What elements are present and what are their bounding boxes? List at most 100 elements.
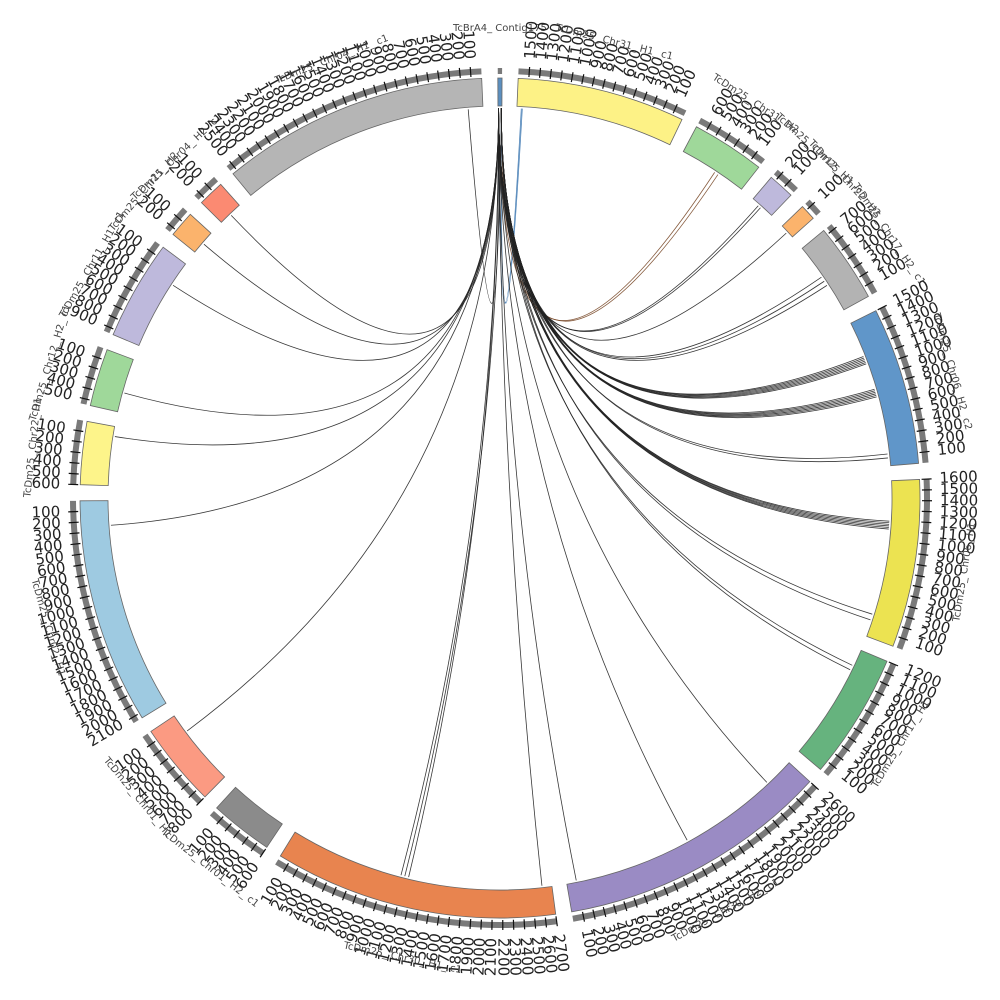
tick-label: 300 (933, 415, 964, 437)
tick-mark (118, 695, 128, 701)
tick-mark (85, 616, 96, 621)
tick-mark (273, 129, 280, 139)
tick-label: 2000 (469, 937, 489, 976)
tick-mark (322, 103, 328, 114)
tick-label: 1100 (938, 525, 978, 546)
segment-band (279, 831, 557, 919)
tick-mark (886, 324, 897, 330)
tick-mark (841, 745, 851, 752)
tick-mark (292, 118, 299, 128)
tick-mark (910, 595, 921, 599)
tick-mark (912, 407, 923, 411)
tick-mark (834, 235, 844, 243)
tick-mark (70, 451, 81, 454)
tick-mark (898, 355, 909, 360)
tick-label: 1400 (940, 491, 978, 509)
segment-tcdm25-chr31-h1-c1: 1002003004005006007008009001000110012001… (516, 20, 700, 146)
tick-mark (108, 314, 119, 320)
tick-mark (196, 189, 205, 198)
segment-tcdm25-chr06-h2-c2: 1002003004005006007008009001000110012001… (850, 276, 974, 467)
tick-mark (352, 894, 357, 905)
segment-band (497, 77, 503, 107)
tick-mark (847, 736, 857, 743)
link-tcdm25-chr17-h1 (498, 108, 853, 666)
tick-label: 200 (935, 426, 966, 448)
tick-mark (85, 375, 96, 380)
tick-label: 2500 (528, 936, 549, 976)
tick-mark (404, 76, 409, 87)
segment-band (232, 77, 484, 196)
tick-mark (82, 386, 93, 391)
tick-mark (780, 812, 788, 821)
link-tcdm25-chr22-h2 (498, 108, 787, 341)
tick-mark (602, 907, 607, 917)
tick-label: 400 (931, 403, 962, 426)
segment-scale-strip (194, 176, 219, 200)
segment-scale-strip (826, 224, 878, 295)
tick-label: 300 (32, 525, 62, 545)
tick-mark (910, 397, 921, 401)
tick-label: 1600 (421, 932, 444, 972)
tick-mark (874, 690, 885, 697)
tick-mark (113, 304, 123, 311)
link-tcdm25-chr11-h2 (203, 108, 499, 345)
tick-label: 2600 (539, 934, 561, 974)
segment-band (79, 420, 116, 487)
segment-tcdm25-chr06-h1: 1002003004005006007008009001000110012001… (866, 467, 978, 660)
tick-label: 1400 (532, 21, 554, 61)
tick-label: 1200 (939, 514, 978, 534)
tick-mark (166, 766, 176, 774)
tick-mark (652, 95, 658, 106)
tick-mark (538, 67, 542, 78)
tick-label: 300 (33, 438, 63, 459)
tick-label: 1000 (937, 536, 977, 558)
tick-label: 1200 (554, 23, 577, 63)
tick-mark (729, 851, 736, 861)
tick-mark (653, 890, 659, 901)
tick-label: 100 (31, 503, 60, 522)
tick-mark (673, 882, 679, 892)
tick-mark (920, 532, 931, 535)
link-tcdm25-chr17-h1 (500, 108, 851, 671)
tick-mark (88, 365, 99, 370)
tick-mark (331, 886, 337, 897)
tick-label: 1300 (543, 22, 565, 62)
segment-band (781, 205, 814, 238)
tick-mark (426, 913, 429, 924)
tick-label: 600 (31, 474, 60, 493)
tick-mark (914, 574, 925, 578)
tick-mark (643, 894, 649, 905)
tick-mark (458, 67, 461, 78)
segment-scale-strip (773, 169, 798, 193)
tick-label: 700 (389, 39, 413, 71)
link-tcdm25-chr12-h1 (500, 108, 761, 332)
link-tcdm25-chr30-h1-c1 (404, 108, 502, 877)
tick-mark (128, 713, 138, 720)
tick-mark (332, 99, 338, 110)
tick-mark (901, 626, 912, 631)
tick-mark (394, 78, 398, 89)
tick-mark (894, 344, 905, 350)
tick-label: 2200 (494, 938, 512, 976)
tick-mark (447, 916, 451, 927)
tick-mark (103, 666, 114, 672)
tick-mark (751, 150, 758, 160)
tick-label: 2700 (550, 933, 573, 973)
tick-mark (715, 126, 722, 136)
tick-mark (68, 521, 79, 524)
tick-mark (123, 285, 133, 292)
segment-band (112, 246, 187, 347)
segment-scale-strip (805, 199, 821, 216)
tick-label: 100 (936, 438, 966, 459)
tick-mark (123, 704, 133, 711)
tick-mark (73, 564, 84, 567)
tick-mark (907, 605, 918, 610)
tick-mark (919, 450, 930, 454)
tick-mark (415, 911, 419, 922)
tick-label: 1600 (939, 467, 978, 487)
tick-mark (372, 901, 377, 912)
tick-mark (914, 418, 925, 422)
tick-label: 500 (928, 391, 960, 415)
